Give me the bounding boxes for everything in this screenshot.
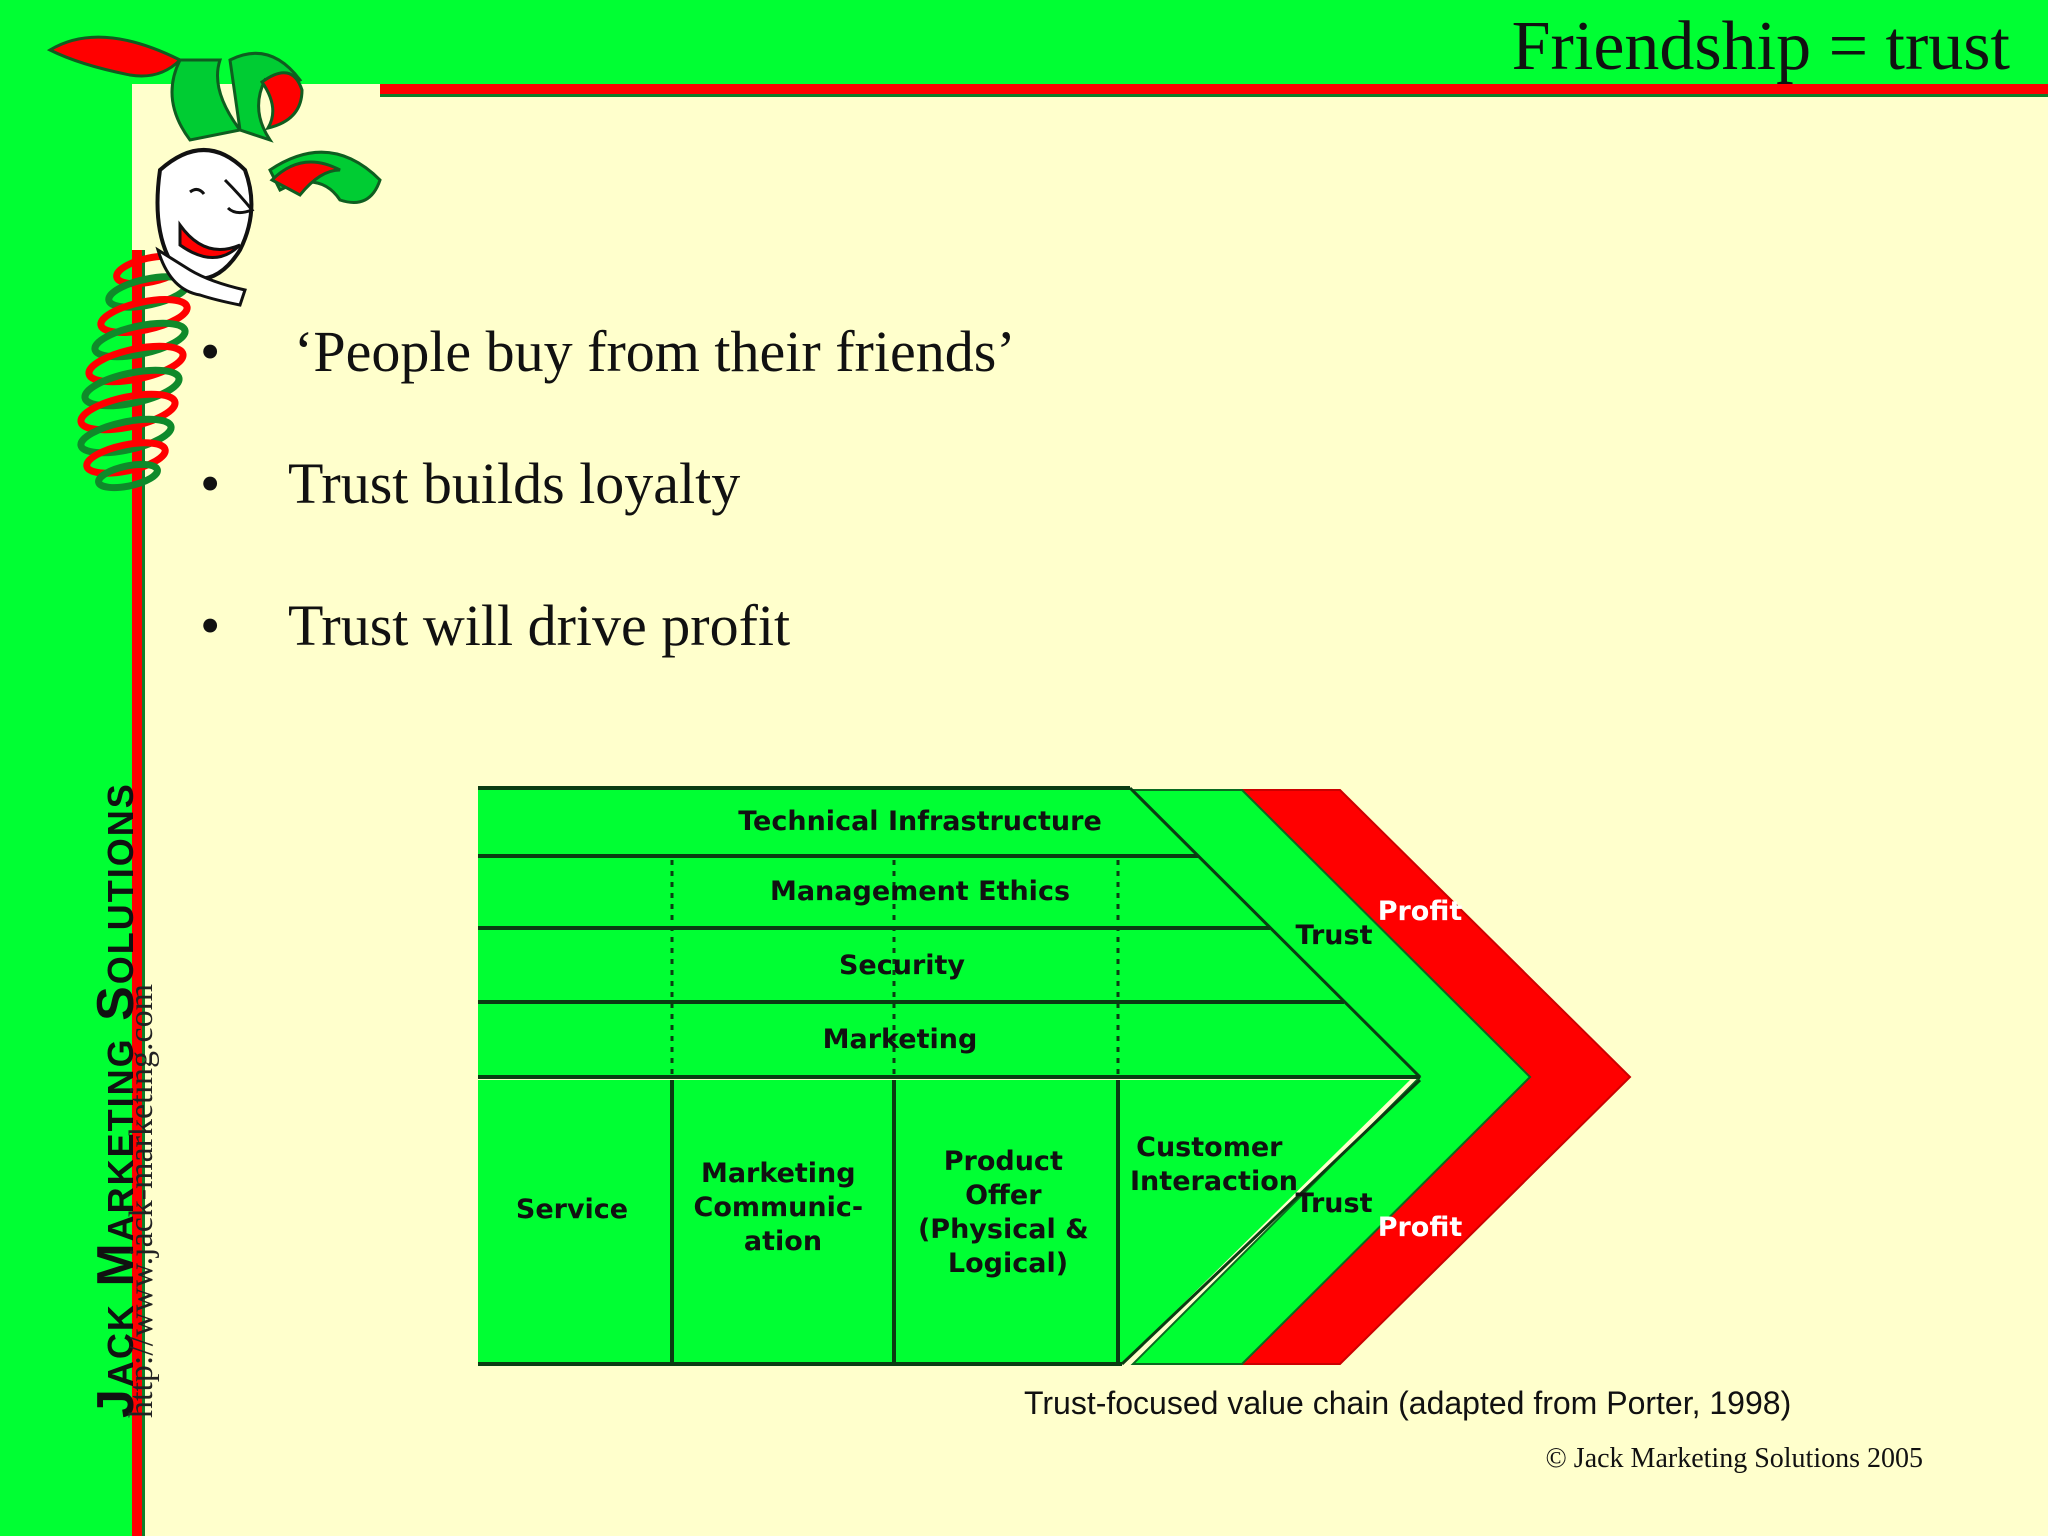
column-label-line: (Physical & xyxy=(918,1214,1089,1245)
column-label-line: Communic- xyxy=(694,1192,864,1223)
bullet-item: • Trust builds loyalty xyxy=(200,450,740,517)
right-edge-strip xyxy=(2040,0,2048,92)
left-rule-shadow xyxy=(142,250,145,1536)
band-label: Management Ethics xyxy=(770,876,1070,907)
brand-url-vertical: http://www.jack-marketing.com xyxy=(123,983,160,1418)
diagram-caption: Trust-focused value chain (adapted from … xyxy=(1024,1385,1792,1421)
bullet-text: Trust builds loyalty xyxy=(288,451,741,516)
jester-logo-icon xyxy=(46,35,382,492)
bullet-marker: • xyxy=(200,319,221,384)
column-label-line: ation xyxy=(744,1226,822,1257)
column-label-line: Logical) xyxy=(948,1248,1068,1279)
support-bands-area xyxy=(478,788,1420,1077)
column-label-line: Offer xyxy=(965,1180,1042,1211)
column-label: Service xyxy=(516,1194,628,1225)
bullet-marker: • xyxy=(200,593,221,658)
bullet-marker: • xyxy=(200,451,221,516)
top-rule-shadow xyxy=(380,94,2048,97)
band-label: Technical Infrastructure xyxy=(738,806,1102,837)
bullet-text: ‘People buy from their friends’ xyxy=(294,319,1016,384)
top-red-rule xyxy=(380,84,2048,94)
bullet-text: Trust will drive profit xyxy=(288,593,791,658)
bullet-item: • ‘People buy from their friends’ xyxy=(200,318,1016,385)
primary-activities-area xyxy=(478,1080,1410,1364)
column-label: Marketing Communic- ation xyxy=(694,1158,873,1257)
value-chain-diagram: .dl { font-family: "DejaVu Sans", "Liber… xyxy=(478,786,1632,1366)
band-label: Security xyxy=(839,950,965,981)
trust-label-upper: Trust xyxy=(1296,920,1373,951)
bullet-item: • Trust will drive profit xyxy=(200,592,790,659)
column-label-line: Product xyxy=(944,1146,1063,1177)
column-label-line: Interaction xyxy=(1130,1166,1298,1197)
column-label-line: Customer xyxy=(1136,1132,1283,1163)
band-label: Marketing xyxy=(823,1024,978,1055)
top-banner xyxy=(0,0,2048,84)
slide-title: Friendship = trust xyxy=(1511,8,2010,85)
profit-label-upper: Profit xyxy=(1378,896,1463,927)
trust-label-lower: Trust xyxy=(1296,1188,1373,1219)
left-banner xyxy=(0,0,132,1536)
profit-label-lower: Profit xyxy=(1378,1212,1463,1243)
column-label: Customer Interaction xyxy=(1130,1132,1298,1197)
left-red-rule xyxy=(132,250,142,1536)
copyright-notice: © Jack Marketing Solutions 2005 xyxy=(1545,1443,1923,1474)
column-label-line: Marketing xyxy=(701,1158,856,1189)
column-label: Product Offer (Physical & Logical) xyxy=(918,1146,1098,1279)
